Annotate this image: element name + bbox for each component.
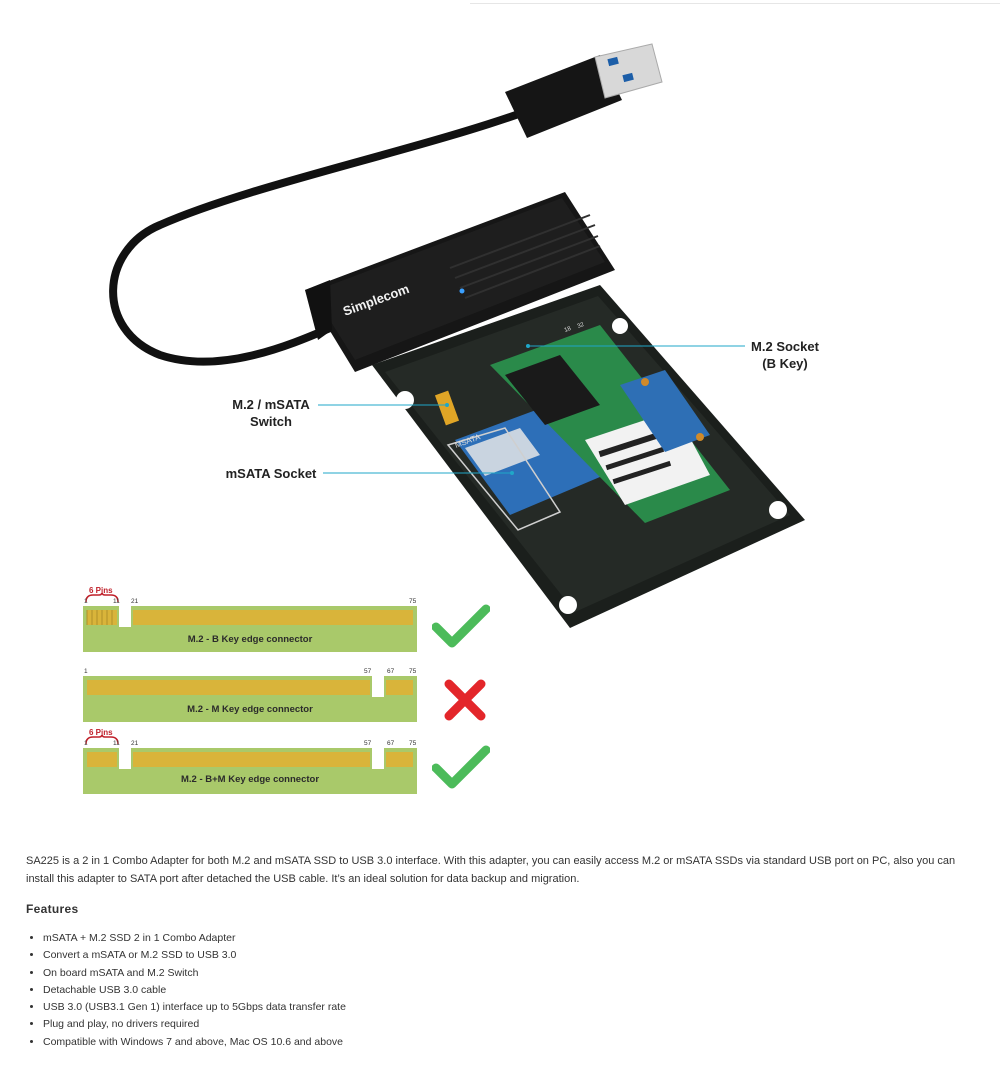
feature-item: mSATA + M.2 SSD 2 in 1 Combo Adapter [43, 930, 346, 947]
checkmark-icon [432, 745, 490, 789]
edge-connector-graphic [83, 606, 417, 652]
cross-icon [444, 679, 486, 721]
pin-number: 75 [409, 740, 417, 747]
product-image: MSATA 18 32 Simplecom [109, 43, 805, 628]
features-list: mSATA + M.2 SSD 2 in 1 Combo Adapter Con… [26, 930, 346, 1051]
m2-socket-label: M.2 Socket [751, 339, 819, 354]
connector-b-key: 6 Pins 1 11 21 75 M.2 - B Key edge conne… [83, 584, 417, 654]
svg-text:32: 32 [577, 322, 586, 330]
pin-number: 21 [131, 740, 139, 747]
pin-number: 21 [131, 598, 139, 605]
msata-socket-label: mSATA Socket [225, 466, 317, 481]
six-pins-bracket [85, 593, 119, 603]
product-description: SA225 is a 2 in 1 Combo Adapter for both… [26, 855, 956, 885]
adapter-board: MSATA 18 32 [372, 285, 805, 628]
top-divider [470, 3, 1000, 4]
feature-item: Plug and play, no drivers required [43, 1016, 346, 1033]
feature-item: Convert a mSATA or M.2 SSD to USB 3.0 [43, 947, 346, 964]
m2-socket-key-label: (B Key) [762, 356, 808, 371]
pin-number: 67 [387, 740, 395, 747]
edge-connector-graphic [83, 748, 417, 794]
switch-callout: M.2 / mSATA Switch [221, 396, 321, 430]
feature-item: Compatible with Windows 7 and above, Mac… [43, 1034, 346, 1051]
adapter-enclosure: Simplecom [305, 192, 615, 372]
six-pins-label: 6 Pins [89, 728, 113, 737]
usb-plug [505, 43, 663, 138]
feature-item: USB 3.0 (USB3.1 Gen 1) interface up to 5… [43, 999, 346, 1016]
features-heading: Features [26, 902, 79, 916]
connector-label: M.2 - M Key edge connector [187, 704, 313, 715]
switch-label-line1: M.2 / mSATA [232, 397, 310, 412]
edge-connector-graphic [83, 676, 417, 722]
six-pins-label: 6 Pins [89, 586, 113, 595]
msata-socket-callout: mSATA Socket [221, 465, 321, 482]
pin-number: 1 [84, 740, 88, 747]
connector-m-key: 1 57 67 75 M.2 - M Key edge connector [83, 666, 417, 724]
checkmark-icon [432, 604, 490, 648]
pin-number: 75 [409, 668, 417, 675]
pin-number: 1 [84, 598, 88, 605]
pin-number: 57 [364, 668, 372, 675]
six-pins-bracket [85, 735, 119, 745]
feature-item: On board mSATA and M.2 Switch [43, 965, 346, 982]
m2-socket-callout: M.2 Socket (B Key) [740, 338, 830, 372]
svg-text:18: 18 [564, 326, 573, 334]
switch-label-line2: Switch [250, 414, 292, 429]
pin-number: 75 [409, 598, 417, 605]
pin-number: 57 [364, 740, 372, 747]
usb-cable [109, 106, 534, 366]
connector-label: M.2 - B+M Key edge connector [180, 774, 320, 785]
feature-item: Detachable USB 3.0 cable [43, 982, 346, 999]
pin-number: 1 [84, 668, 88, 675]
connector-bm-key: 6 Pins 1 11 21 57 67 75 M.2 - B+M Key ed… [83, 728, 417, 794]
pin-number: 67 [387, 668, 395, 675]
pin-number: 11 [113, 598, 120, 605]
connector-label: M.2 - B Key edge connector [187, 634, 313, 645]
m2-msata-switch [434, 390, 460, 426]
pin-number: 11 [113, 740, 120, 747]
